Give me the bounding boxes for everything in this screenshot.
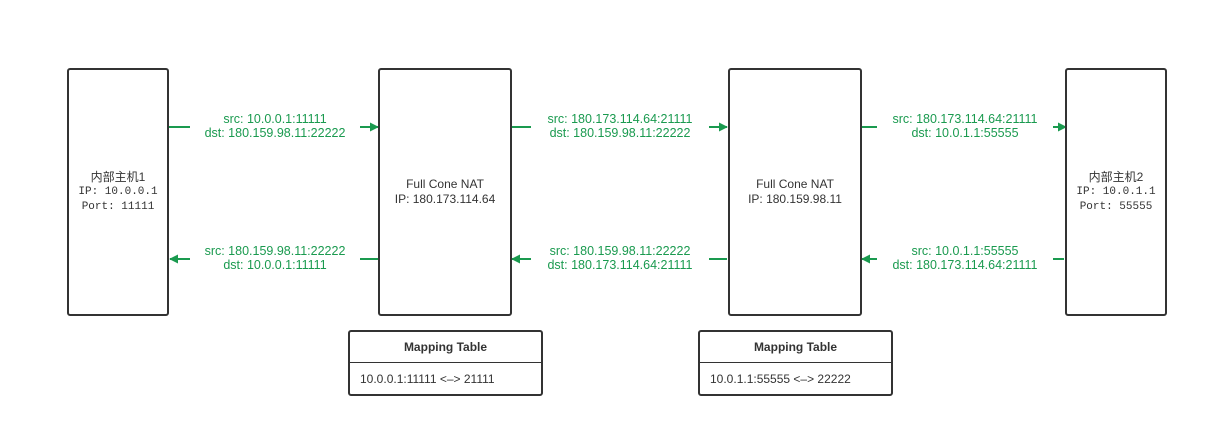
flow-r2-dst: dst: 180.173.114.64:21111 <box>547 258 693 272</box>
flow-r1-dst: dst: 180.173.114.64:21111 <box>892 258 1038 272</box>
flow-label-f3: src: 180.173.114.64:21111 dst: 10.0.1.1:… <box>877 112 1053 140</box>
flow-label-r2: src: 180.159.98.11:22222 dst: 180.173.11… <box>531 244 709 272</box>
flow-label-r1: src: 10.0.1.1:55555 dst: 180.173.114.64:… <box>877 244 1053 272</box>
flow-f3-dst: dst: 10.0.1.1:55555 <box>911 126 1019 140</box>
host1-ip: IP: 10.0.0.1 <box>78 185 158 198</box>
host2-ip: IP: 10.0.1.1 <box>1076 185 1156 198</box>
flow-label-r3: src: 180.159.98.11:22222 dst: 10.0.0.1:1… <box>190 244 360 272</box>
nat1-title: Full Cone NAT <box>406 177 484 191</box>
mapping-table-1-header: Mapping Table <box>350 332 541 363</box>
host1-box: 内部主机1 IP: 10.0.0.1 Port: 11111 <box>67 68 169 316</box>
mapping-table-2: Mapping Table 10.0.1.1:55555 <–> 22222 <box>698 330 893 396</box>
host1-port: Port: 11111 <box>81 200 155 213</box>
host2-port: Port: 55555 <box>1079 200 1153 213</box>
nat1-ip: IP: 180.173.114.64 <box>394 192 496 206</box>
host2-box: 内部主机2 IP: 10.0.1.1 Port: 55555 <box>1065 68 1167 316</box>
mapping-table-1-entry: 10.0.0.1:11111 <–> 21111 <box>360 372 495 386</box>
nat2-title: Full Cone NAT <box>756 177 834 191</box>
host2-name: 内部主机2 <box>1088 169 1144 184</box>
flow-r1-src: src: 10.0.1.1:55555 <box>911 244 1019 258</box>
nat2-ip: IP: 180.159.98.11 <box>748 192 842 206</box>
flow-f3-src: src: 180.173.114.64:21111 <box>892 112 1038 126</box>
flow-label-f1: src: 10.0.0.1:11111 dst: 180.159.98.11:2… <box>190 112 360 140</box>
flow-f1-src: src: 10.0.0.1:11111 <box>223 112 327 126</box>
mapping-table-1: Mapping Table 10.0.0.1:11111 <–> 21111 <box>348 330 543 396</box>
flow-f2-src: src: 180.173.114.64:21111 <box>547 112 693 126</box>
host1-name: 内部主机1 <box>90 169 146 184</box>
mapping-table-2-header: Mapping Table <box>700 332 891 363</box>
nat2-box: Full Cone NAT IP: 180.159.98.11 <box>728 68 862 316</box>
flow-r3-src: src: 180.159.98.11:22222 <box>204 244 346 258</box>
mapping-table-2-entry: 10.0.1.1:55555 <–> 22222 <box>710 372 851 386</box>
flow-r2-src: src: 180.159.98.11:22222 <box>549 244 691 258</box>
flow-f2-dst: dst: 180.159.98.11:22222 <box>549 126 691 140</box>
nat1-box: Full Cone NAT IP: 180.173.114.64 <box>378 68 512 316</box>
flow-f1-dst: dst: 180.159.98.11:22222 <box>204 126 346 140</box>
flow-label-f2: src: 180.173.114.64:21111 dst: 180.159.9… <box>531 112 709 140</box>
flow-r3-dst: dst: 10.0.0.1:11111 <box>223 258 327 272</box>
